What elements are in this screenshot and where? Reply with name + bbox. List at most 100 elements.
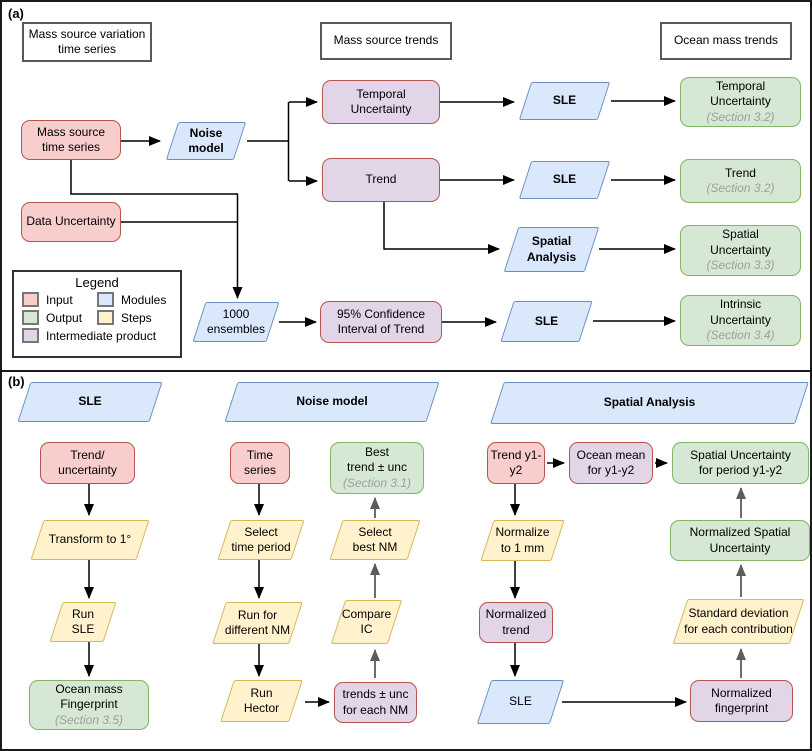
node-transform-to-1deg: Transform to 1° xyxy=(30,520,150,560)
node-best-trend-unc: Best trend ± unc (Section 3.1) xyxy=(330,442,424,494)
node-time-series-input: Time series xyxy=(230,442,290,484)
node-label: 1000 ensembles xyxy=(206,306,266,336)
node-compare-ic: Compare IC xyxy=(330,600,403,644)
module-header-label: Spatial Analysis xyxy=(603,395,696,410)
legend-title: Legend xyxy=(75,275,119,290)
header-label: Mass source variation time series xyxy=(28,26,146,56)
node-output-intrinsic-uncertainty: Intrinsic Uncertainty (Section 3.4) xyxy=(680,295,801,346)
node-label: SLE xyxy=(534,313,559,328)
node-sle-spatial: SLE xyxy=(476,680,565,724)
legend-item-intermediate: Intermediate product xyxy=(22,328,172,343)
module-header-label: SLE xyxy=(78,394,102,409)
node-label: trends ± unc for each NM xyxy=(342,687,409,717)
module-header-sle: SLE xyxy=(17,382,163,422)
node-spatial-uncertainty-period: Spatial Uncertainty for period y1-y2 xyxy=(672,442,809,484)
node-1000-ensembles: 1000 ensembles xyxy=(192,302,280,342)
output-swatch xyxy=(22,310,39,325)
steps-swatch xyxy=(97,310,114,325)
node-mass-source-time-series: Mass source time series xyxy=(21,120,121,160)
node-confidence-interval: 95% Confidence Interval of Trend xyxy=(320,301,442,343)
node-label: Select time period xyxy=(231,524,291,554)
node-label: Ocean mass Fingerprint xyxy=(55,681,123,712)
node-label: Transform to 1° xyxy=(48,532,132,547)
node-ocean-mean-y1-y2: Ocean mean for y1-y2 xyxy=(569,442,653,484)
node-label: Ocean mean for y1-y2 xyxy=(576,447,646,477)
panel-b-up-arrows xyxy=(370,487,746,678)
node-data-uncertainty: Data Uncertainty xyxy=(21,202,121,242)
node-label: Intrinsic Uncertainty xyxy=(710,297,771,327)
node-label: Spatial Analysis xyxy=(526,234,577,264)
input-swatch xyxy=(22,292,39,307)
section-ref: (Section 3.2) xyxy=(706,181,775,195)
section-ref: (Section 3.1) xyxy=(342,475,412,490)
node-output-temporal-uncertainty: Temporal Uncertainty (Section 3.2) xyxy=(680,77,801,127)
node-noise-model: Noise model xyxy=(165,122,247,160)
node-label: 95% Confidence Interval of Trend xyxy=(336,306,426,336)
node-standard-deviation: Standard deviation for each contribution xyxy=(672,599,805,644)
node-label: Time series xyxy=(243,447,276,477)
panel-b-down-right-arrows xyxy=(84,458,687,707)
node-trends-unc-each-nm: trends ± unc for each NM xyxy=(334,682,417,723)
node-label: Mass source time series xyxy=(36,124,106,154)
node-label: Temporal Uncertainty xyxy=(710,78,771,109)
section-ref: (Section 3.5) xyxy=(54,712,124,727)
node-label: Noise model xyxy=(188,125,224,155)
panel-divider xyxy=(2,370,810,372)
node-output-spatial-uncertainty: Spatial Uncertainty (Section 3.3) xyxy=(680,225,801,276)
node-trend-y1-y2: Trend y1- y2 xyxy=(487,442,545,484)
node-label: Trend xyxy=(365,172,397,187)
legend-label: Intermediate product xyxy=(46,328,157,343)
module-header-label: Noise model xyxy=(296,394,368,409)
node-label: Trend/ uncertainty xyxy=(58,447,117,477)
legend-label: Input xyxy=(46,292,73,307)
module-header-spatial-analysis: Spatial Analysis xyxy=(490,382,809,424)
node-label: SLE xyxy=(552,172,577,187)
node-label: Normalized trend xyxy=(485,607,547,637)
node-label: SLE xyxy=(552,93,577,108)
header-label: Mass source trends xyxy=(333,33,439,48)
column-header-mass-source-trends: Mass source trends xyxy=(320,22,452,60)
module-header-noise-model: Noise model xyxy=(224,382,440,422)
node-label: Spatial Uncertainty xyxy=(710,227,771,257)
legend-label: Steps xyxy=(121,310,152,325)
node-normalized-spatial-uncertainty: Normalized Spatial Uncertainty xyxy=(670,520,810,561)
node-label: Spatial Uncertainty for period y1-y2 xyxy=(690,447,791,477)
node-label: Run for different NM xyxy=(224,607,291,637)
modules-swatch xyxy=(97,292,114,307)
legend-item-output: Output xyxy=(22,310,97,325)
node-output-trend: Trend (Section 3.2) xyxy=(680,159,801,203)
node-spatial-analysis: Spatial Analysis xyxy=(503,227,600,272)
node-label: Data Uncertainty xyxy=(26,214,116,229)
legend-item-steps: Steps xyxy=(97,310,172,325)
panel-b-label: (b) xyxy=(8,374,25,389)
node-label: Temporal Uncertainty xyxy=(350,86,412,116)
section-ref: (Section 3.3) xyxy=(706,258,775,273)
node-normalized-trend: Normalized trend xyxy=(479,602,553,643)
section-ref: (Section 3.2) xyxy=(706,109,775,124)
node-label: Normalized Spatial Uncertainty xyxy=(689,525,791,555)
column-header-ocean-mass-trends: Ocean mass trends xyxy=(660,22,792,60)
node-label: Select best NM xyxy=(352,524,398,554)
node-label: SLE xyxy=(509,694,532,709)
legend-item-input: Input xyxy=(22,292,97,307)
node-label: Run Hector xyxy=(243,685,280,715)
node-sle-mid: SLE xyxy=(518,161,611,199)
node-trend-uncertainty-input: Trend/ uncertainty xyxy=(40,442,135,484)
node-temporal-uncertainty: Temporal Uncertainty xyxy=(322,80,440,124)
node-run-sle: Run SLE xyxy=(49,602,117,642)
node-normalize-to-1mm: Normalize to 1 mm xyxy=(480,520,565,561)
node-select-best-nm: Select best NM xyxy=(329,520,421,560)
legend-grid: Input Modules Output Steps Intermediate … xyxy=(14,292,180,343)
node-sle-bottom: SLE xyxy=(500,301,593,342)
section-ref: (Section 3.4) xyxy=(706,328,775,343)
node-select-time-period: Select time period xyxy=(217,520,305,560)
intermediate-swatch xyxy=(22,328,39,343)
node-run-hector: Run Hector xyxy=(220,680,303,722)
column-header-mass-source-variation: Mass source variation time series xyxy=(22,22,152,62)
node-run-for-different-nm: Run for different NM xyxy=(212,602,303,644)
legend-label: Output xyxy=(46,310,83,325)
node-label: Normalize to 1 mm xyxy=(495,525,550,555)
node-label: Normalized fingerprint xyxy=(711,685,772,715)
node-label: Trend y1- y2 xyxy=(490,447,542,477)
